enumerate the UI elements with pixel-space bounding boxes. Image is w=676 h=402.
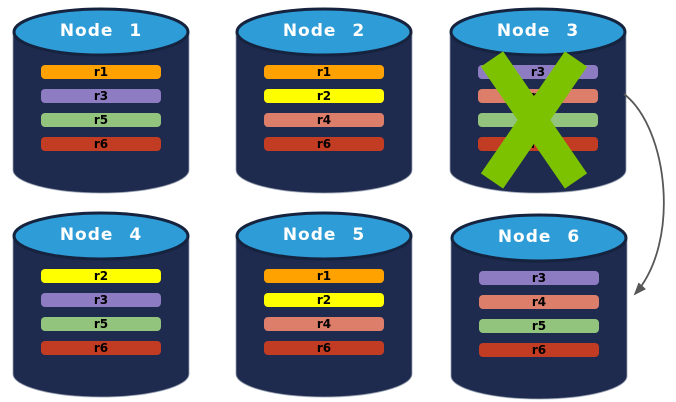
replica-list: r1 r2 r4 r6 (264, 65, 384, 151)
replica-label: r1 (316, 65, 332, 79)
replica-bar: r5 (41, 113, 161, 127)
replica-bar: r3 (41, 293, 161, 307)
replica-bar: r6 (479, 343, 599, 357)
replica-bar: r4 (479, 295, 599, 309)
replica-bar: r6 (41, 341, 161, 355)
replica-list: r1 r2 r4 r6 (264, 269, 384, 355)
replica-bar: r5 (41, 317, 161, 331)
replica-bar: r6 (264, 341, 384, 355)
replica-label: r2 (316, 293, 332, 307)
replica-label: r5 (531, 319, 547, 333)
replica-label: r3 (531, 271, 547, 285)
replica-label: r6 (93, 137, 109, 151)
replica-label: r4 (316, 317, 332, 331)
replica-label: r5 (93, 317, 109, 331)
node-title: Node 5 (282, 225, 366, 245)
replica-bar: r1 (41, 65, 161, 79)
replica-label: r4 (531, 295, 547, 309)
failure-x-icon (480, 51, 588, 189)
node-title: Node 6 (497, 227, 581, 247)
replica-list: r2 r3 r5 r6 (41, 269, 161, 355)
replica-bar: r2 (264, 89, 384, 103)
replica-label: r2 (316, 89, 332, 103)
replica-bar: r4 (264, 113, 384, 127)
replica-label: r1 (316, 269, 332, 283)
node-5: Node 5 r1 r2 r4 r6 (235, 209, 413, 402)
node-title: Node 2 (282, 21, 366, 41)
replica-label: r3 (93, 89, 109, 103)
replica-bar: r5 (479, 319, 599, 333)
replica-label: r5 (93, 113, 109, 127)
node-3: Node 3 r3 r4 r5 r6 (449, 5, 627, 200)
replica-label: r6 (93, 341, 109, 355)
node-title: Node 1 (59, 21, 143, 41)
replica-bar: r1 (264, 269, 384, 283)
node-4: Node 4 r2 r3 r5 r6 (12, 209, 190, 402)
replica-list: r3 r4 r5 r6 (479, 271, 599, 357)
replica-list: r1 r3 r5 r6 (41, 65, 161, 151)
replica-bar: r1 (264, 65, 384, 79)
replica-bar: r6 (264, 137, 384, 151)
replica-label: r2 (93, 269, 109, 283)
replica-label: r3 (93, 293, 109, 307)
replica-bar: r6 (41, 137, 161, 151)
replica-label: r4 (316, 113, 332, 127)
replica-label: r6 (531, 343, 547, 357)
replica-label: r3 (530, 65, 546, 79)
replica-bar: r2 (264, 293, 384, 307)
node-6: Node 6 r3 r4 r5 r6 (450, 211, 628, 402)
node-2: Node 2 r1 r2 r4 r6 (235, 5, 413, 200)
replica-label: r1 (93, 65, 109, 79)
replica-label: r6 (316, 137, 332, 151)
replica-label: r6 (316, 341, 332, 355)
node-title: Node 4 (59, 225, 143, 245)
node-1: Node 1 r1 r3 r5 r6 (12, 5, 190, 200)
node-title: Node 3 (496, 21, 580, 41)
replica-bar: r2 (41, 269, 161, 283)
replica-bar: r3 (41, 89, 161, 103)
replica-bar: r4 (264, 317, 384, 331)
replica-bar: r3 (479, 271, 599, 285)
